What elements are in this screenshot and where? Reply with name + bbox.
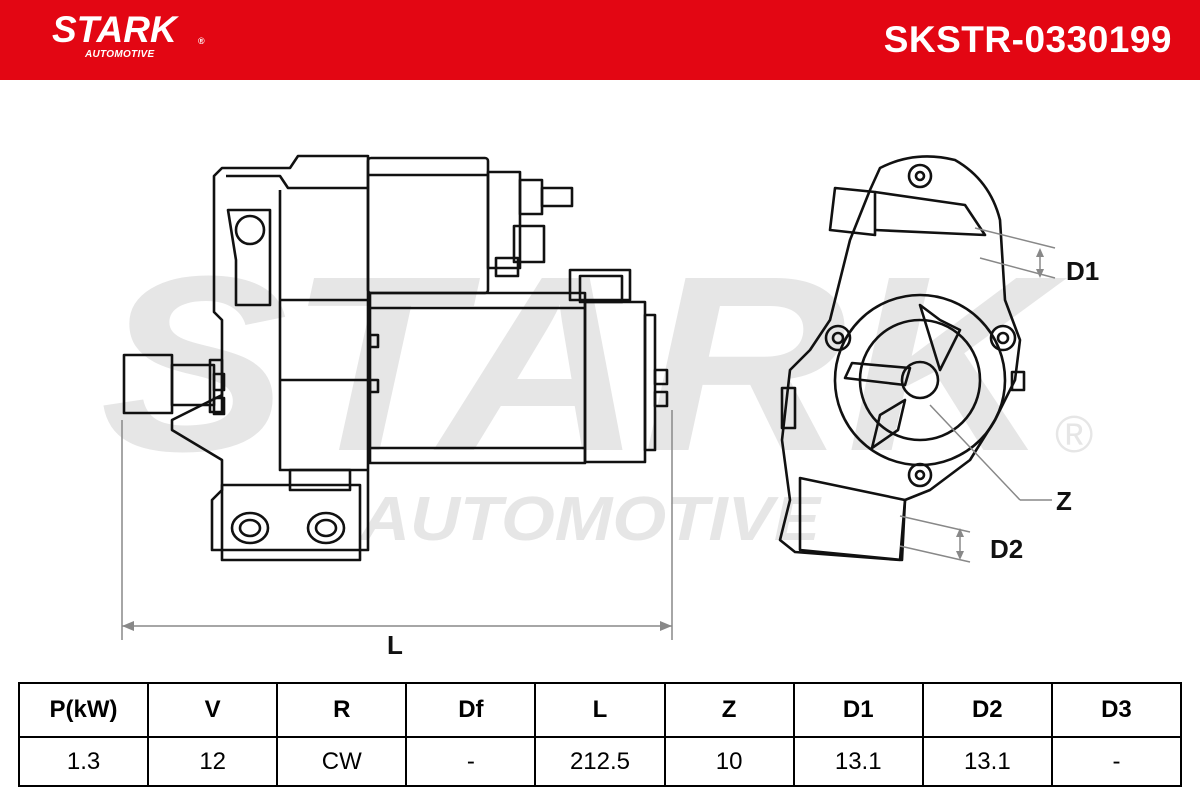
spec-value-d1: 13.1 bbox=[792, 736, 924, 787]
spec-value-power: 1.3 bbox=[17, 736, 150, 787]
watermark: STARK AUTOMOTIVE ® bbox=[100, 224, 1093, 554]
spec-header-d2: D2 bbox=[921, 682, 1053, 738]
starter-end-view bbox=[778, 155, 1026, 562]
z-label: Z bbox=[1056, 486, 1072, 516]
logo-subtitle: AUTOMOTIVE bbox=[85, 49, 155, 60]
spec-value-df: - bbox=[405, 736, 537, 787]
spec-header-power: P(kW) bbox=[17, 682, 150, 738]
d1-label: D1 bbox=[1066, 256, 1099, 286]
technical-drawing: STARK AUTOMOTIVE ® bbox=[100, 154, 1099, 660]
stark-logo: STARK ® AUTOMOTIVE bbox=[52, 8, 205, 60]
starter-side-view bbox=[122, 154, 669, 562]
spec-header-rotation: R bbox=[276, 682, 408, 738]
spec-header-d3: D3 bbox=[1050, 682, 1183, 738]
watermark-sub: AUTOMOTIVE bbox=[358, 485, 822, 554]
spec-header-d1: D1 bbox=[792, 682, 924, 738]
spec-value-length: 212.5 bbox=[534, 736, 666, 787]
end-view-dimensions bbox=[899, 227, 1056, 563]
spec-header-df: Df bbox=[405, 682, 537, 738]
spec-value-d2: 13.1 bbox=[921, 736, 1053, 787]
watermark-registered-mark: ® bbox=[1055, 406, 1093, 464]
logo-registered-mark: ® bbox=[198, 36, 205, 46]
spec-header-teeth: Z bbox=[663, 682, 795, 738]
spec-header-voltage: V bbox=[147, 682, 279, 738]
logo-brand-text: STARK bbox=[52, 9, 177, 50]
spec-value-d3: - bbox=[1050, 736, 1183, 787]
header-bar: STARK ® AUTOMOTIVE SKSTR-0330199 bbox=[0, 0, 1200, 80]
part-number: SKSTR-0330199 bbox=[883, 19, 1172, 60]
spec-value-rotation: CW bbox=[276, 736, 408, 787]
spec-value-voltage: 12 bbox=[147, 736, 279, 787]
specs-value-row: 1.3 12 CW - 212.5 10 13.1 13.1 - bbox=[17, 736, 1183, 787]
specs-table: P(kW) V R Df L Z D1 D2 D3 1.3 12 CW - 21… bbox=[17, 682, 1183, 787]
length-dimension bbox=[121, 410, 673, 640]
spec-value-teeth: 10 bbox=[663, 736, 795, 787]
specs-header-row: P(kW) V R Df L Z D1 D2 D3 bbox=[17, 682, 1183, 738]
spec-header-length: L bbox=[534, 682, 666, 738]
d2-label: D2 bbox=[990, 534, 1023, 564]
length-label: L bbox=[387, 630, 403, 660]
